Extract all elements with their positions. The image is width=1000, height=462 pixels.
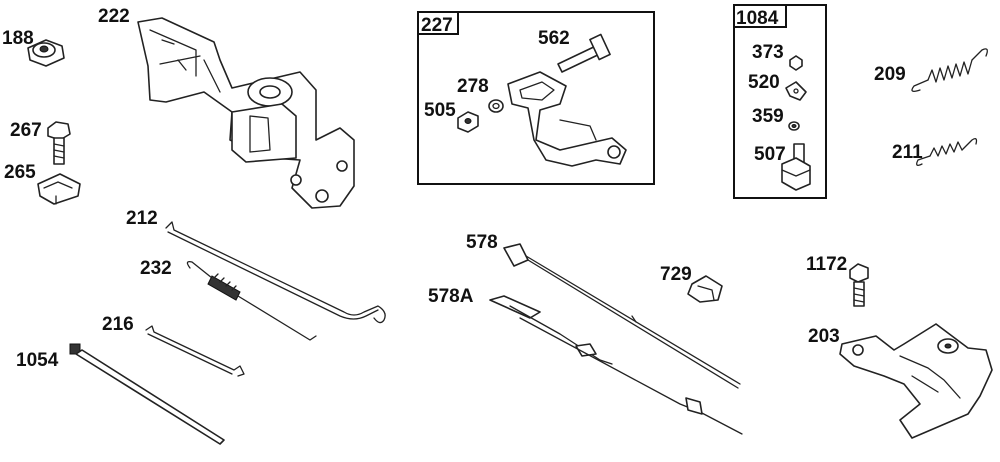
- callout-373: 373: [752, 42, 784, 63]
- part-1172-bolt[interactable]: [849, 263, 869, 307]
- callout-227: 227: [421, 15, 453, 36]
- callout-520: 520: [748, 72, 780, 93]
- part-562-pin[interactable]: [557, 33, 611, 73]
- callout-507: 507: [754, 144, 786, 165]
- callout-265: 265: [4, 162, 36, 183]
- callout-1172: 1172: [806, 254, 847, 275]
- kit-1084-box: [733, 4, 827, 199]
- part-232-spring-link[interactable]: [186, 260, 317, 341]
- part-216-rod[interactable]: [145, 325, 245, 377]
- callout-211: 211: [892, 142, 923, 163]
- callout-203: 203: [808, 326, 840, 347]
- part-359-washer[interactable]: [788, 121, 800, 131]
- callout-359: 359: [752, 106, 784, 127]
- part-222-control-bracket[interactable]: [137, 17, 355, 209]
- callout-505: 505: [424, 100, 456, 121]
- callout-216: 216: [102, 314, 134, 335]
- callout-267: 267: [10, 120, 42, 141]
- part-373-nut[interactable]: [789, 55, 803, 71]
- part-227-lever[interactable]: [507, 71, 627, 167]
- part-188-nut[interactable]: [27, 39, 65, 67]
- callout-1054: 1054: [16, 350, 59, 371]
- callout-209: 209: [874, 64, 906, 85]
- callout-562: 562: [538, 28, 570, 49]
- part-520-clip[interactable]: [785, 81, 807, 101]
- part-265-clip[interactable]: [37, 173, 81, 205]
- callout-729: 729: [660, 264, 692, 285]
- part-505-nut[interactable]: [457, 111, 479, 133]
- part-267-bolt[interactable]: [47, 121, 71, 165]
- callout-1084: 1084: [736, 8, 779, 29]
- part-507-switch[interactable]: [781, 143, 811, 191]
- callout-578A: 578A: [428, 286, 474, 307]
- callout-578: 578: [466, 232, 498, 253]
- callout-232: 232: [140, 258, 172, 279]
- part-1054-cable-tie[interactable]: [69, 343, 225, 445]
- part-212-rod[interactable]: [165, 221, 386, 324]
- kit-227-box: [417, 11, 655, 185]
- part-578-throttle-cable[interactable]: [503, 243, 741, 389]
- part-578A-control-cable[interactable]: [489, 295, 743, 435]
- callout-212: 212: [126, 208, 158, 229]
- callout-278: 278: [457, 76, 489, 97]
- part-278-washer[interactable]: [488, 99, 504, 113]
- part-211-spring[interactable]: [916, 138, 978, 166]
- callout-188: 188: [2, 28, 34, 49]
- callout-222: 222: [98, 6, 130, 27]
- part-203-bracket[interactable]: [839, 323, 993, 439]
- part-209-spring[interactable]: [911, 48, 988, 92]
- part-729-clip[interactable]: [687, 275, 723, 303]
